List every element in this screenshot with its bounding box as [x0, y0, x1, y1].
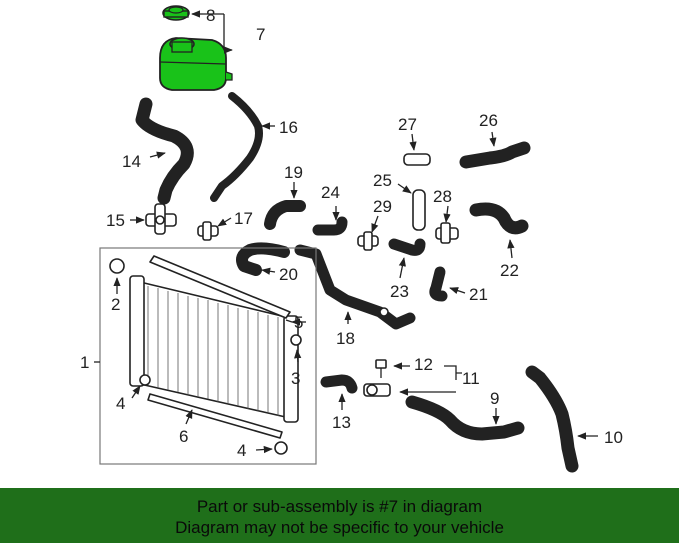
part-7-expansion-tank[interactable]	[159, 37, 233, 91]
part-3-bracket[interactable]	[290, 334, 302, 346]
part-21-elbow[interactable]	[429, 266, 448, 302]
label-15: 15	[106, 211, 125, 230]
label-19: 19	[284, 163, 303, 182]
label-24: 24	[321, 183, 340, 202]
label-1: 1	[80, 353, 89, 372]
part-13-elbow[interactable]	[320, 374, 358, 394]
radiator-assembly-box	[99, 247, 317, 465]
label-16: 16	[279, 118, 298, 137]
part-10-hose[interactable]	[525, 365, 579, 473]
part-19-elbow-hose[interactable]	[264, 200, 306, 230]
label-27: 27	[398, 115, 417, 134]
label-12: 12	[414, 355, 433, 374]
part-4-mount-bottom[interactable]	[274, 441, 288, 455]
label-11: 11	[462, 369, 480, 388]
label-4-bottom: 4	[237, 441, 246, 460]
label-6: 6	[179, 427, 188, 446]
part-15-fitting[interactable]	[145, 203, 177, 235]
label-21: 21	[469, 285, 488, 304]
label-7: 7	[256, 25, 265, 44]
part-1-radiator[interactable]	[129, 275, 299, 423]
label-10: 10	[604, 428, 623, 447]
part-12-bolt[interactable]	[375, 359, 387, 378]
part-16-hose[interactable]	[210, 92, 263, 202]
label-23: 23	[390, 282, 409, 301]
label-2: 2	[111, 295, 120, 314]
label-14: 14	[122, 152, 141, 171]
part-5-seal[interactable]	[149, 255, 291, 319]
label-5: 5	[294, 313, 303, 332]
part-4-mount-left[interactable]	[139, 374, 151, 386]
label-22: 22	[500, 261, 519, 280]
part-26-hose[interactable]	[459, 141, 531, 169]
label-18: 18	[336, 329, 355, 348]
part-2-mount[interactable]	[109, 258, 125, 274]
part-25-pipe[interactable]	[412, 189, 426, 231]
parts-diagram: 8 7 16 14 15 17 19 20 24 18 29 27 25 28 …	[80, 5, 623, 473]
part-28-fitting[interactable]	[435, 222, 459, 244]
label-3: 3	[291, 369, 300, 388]
label-13: 13	[332, 413, 351, 432]
label-26: 26	[479, 111, 498, 130]
part-17-connector[interactable]	[197, 221, 219, 241]
part-22-hose[interactable]	[469, 202, 529, 235]
part-20-hose[interactable]	[236, 242, 290, 276]
part-9-hose[interactable]	[405, 395, 525, 441]
part-14-hose[interactable]	[135, 97, 194, 205]
label-29: 29	[373, 197, 392, 216]
label-8: 8	[206, 6, 215, 25]
part-6-seal[interactable]	[147, 393, 283, 439]
label-28: 28	[433, 187, 452, 206]
part-24-elbow[interactable]	[312, 216, 348, 236]
part-27-fitting[interactable]	[403, 153, 431, 166]
banner-line-1: Part or sub-assembly is #7 in diagram	[196, 497, 483, 516]
notice-banner: Part or sub-assembly is #7 in diagram Di…	[0, 488, 679, 543]
label-4-left: 4	[116, 394, 125, 413]
label-25: 25	[373, 171, 392, 190]
banner-line-2: Diagram may not be specific to your vehi…	[175, 518, 504, 537]
label-9: 9	[490, 389, 499, 408]
part-23-elbow[interactable]	[388, 238, 426, 256]
part-11-fitting[interactable]	[363, 383, 391, 397]
part-29-fitting[interactable]	[357, 231, 379, 251]
label-17: 17	[234, 209, 253, 228]
part-8-cap[interactable]	[162, 5, 190, 21]
label-20: 20	[279, 265, 298, 284]
